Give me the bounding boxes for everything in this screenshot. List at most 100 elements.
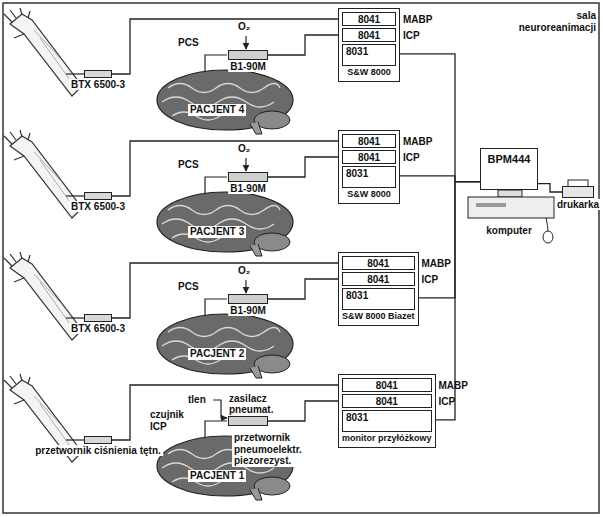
box-text: BPM444 — [488, 153, 531, 165]
annotation-label: PACJENT 1 — [188, 470, 246, 482]
pressure-converter: B1-90M — [228, 172, 268, 182]
signal-cable — [112, 263, 342, 318]
oxygen-feed — [246, 280, 247, 293]
signal-cable — [400, 54, 480, 182]
box-text: 8041 — [358, 14, 380, 25]
box-label: MABP — [403, 14, 432, 25]
display-module: 8031 — [342, 288, 415, 310]
signal-cable — [268, 35, 342, 55]
box-label: ICP — [403, 152, 420, 163]
signal-cable — [268, 279, 342, 299]
bedside-monitor: S&W 8000 Biazet 8041MABP 8041ICP 8031 — [338, 252, 419, 326]
box-label: B1-90M — [228, 61, 268, 72]
box-label: BTX 6500-3 — [69, 323, 127, 334]
monitor-module: 8041ICP — [342, 272, 415, 286]
display-module: 8031 — [342, 44, 396, 66]
box-label: MABP — [439, 380, 468, 391]
box-text: 8031 — [346, 168, 392, 179]
annotation-label: PCS — [178, 37, 199, 49]
annotation-label: O₂ — [238, 143, 250, 155]
box-label: BTX 6500-3 — [69, 79, 127, 90]
computer-case — [468, 197, 554, 218]
signal-cable — [436, 182, 480, 420]
box-label: przetwornik ciśnienia tętn. — [33, 445, 163, 456]
box-text: 8031 — [346, 46, 392, 57]
annotation-label: PACJENT 3 — [188, 226, 246, 238]
monitor-module: 8041MABP — [342, 12, 396, 26]
box-label: drukarka — [555, 199, 601, 210]
signal-cable — [112, 19, 342, 74]
annotation-label: PCS — [178, 281, 199, 293]
box-label: S&W 8000 — [342, 68, 396, 78]
box-text: 8041 — [367, 258, 389, 269]
box-label: S&W 8000 — [342, 190, 396, 200]
box-label: ICP — [422, 274, 439, 285]
box-text: 8041 — [358, 136, 380, 147]
signal-cable — [400, 176, 480, 182]
annotation-label: sala neuroreanimacji — [518, 10, 596, 33]
brain-figure — [157, 299, 293, 378]
brain-figure — [157, 55, 293, 134]
display-module: 8031 — [342, 410, 432, 432]
annotation-label: O₂ — [238, 265, 250, 277]
bedside-monitor: S&W 8000 8041MABP 8041ICP 8031 — [338, 8, 400, 82]
box-text: 8041 — [358, 30, 380, 41]
box-text: 8031 — [346, 290, 411, 301]
box-label: MABP — [403, 136, 432, 147]
mouse-cable — [546, 218, 548, 232]
pressure-transducer: BTX 6500-3 — [84, 192, 112, 200]
printer: drukarka — [562, 186, 594, 198]
monitor-stand — [498, 190, 522, 197]
bedside-monitor: S&W 8000 8041MABP 8041ICP 8031 — [338, 130, 400, 204]
box-label: komputer — [486, 225, 532, 236]
signal-cable — [268, 401, 342, 421]
pressure-converter: B1-90M — [228, 50, 268, 60]
annotation-label: O₂ — [238, 21, 250, 33]
annotation-label: czujnik ICP — [150, 409, 200, 432]
computer-screen: BPM444komputer — [480, 148, 538, 190]
box-label: BTX 6500-3 — [69, 201, 127, 212]
signal-cable — [112, 141, 342, 196]
oxygen-feed — [246, 36, 247, 49]
signal-cable — [419, 182, 480, 298]
monitor-module: 8041MABP — [342, 378, 432, 392]
annotation-label: PACJENT 2 — [188, 348, 246, 360]
annotation-label: tlen — [188, 394, 206, 406]
box-label: zasilacz pneumat. — [229, 393, 281, 415]
bedside-monitor: monitor przyłóżkowy 8041MABP 8041ICP 8031 — [338, 374, 436, 448]
pressure-transducer: BTX 6500-3 — [84, 314, 112, 322]
box-label: B1-90M — [228, 305, 268, 316]
annotation-label: PACJENT 4 — [188, 104, 246, 116]
display-module: 8031 — [342, 166, 396, 188]
monitor-module: 8041ICP — [342, 28, 396, 42]
box-label: MABP — [422, 258, 451, 269]
mouse — [543, 231, 553, 243]
signal-cable — [538, 184, 562, 192]
box-label: monitor przyłóżkowy — [342, 434, 432, 444]
box-text: 8041 — [367, 274, 389, 285]
box-label: B1-90M — [228, 183, 268, 194]
box-label: S&W 8000 Biazet — [342, 312, 415, 322]
box-text: 8041 — [376, 380, 398, 391]
monitor-module: 8041MABP — [342, 256, 415, 270]
monitor-module: 8041ICP — [342, 394, 432, 408]
pressure-converter: B1-90M — [228, 294, 268, 304]
pressure-transducer: BTX 6500-3 — [84, 70, 112, 78]
box-label: ICP — [439, 396, 456, 407]
monitor-module: 8041ICP — [342, 150, 396, 164]
annotation-label: przetwornik pneumoelektr. piezorezyst. — [232, 432, 316, 467]
oxygen-feed — [213, 400, 227, 418]
disk-drive — [476, 203, 506, 207]
pressure-converter: zasilacz pneumat. — [228, 416, 268, 426]
signal-cable — [268, 157, 342, 177]
box-text: 8041 — [376, 396, 398, 407]
frame — [3, 3, 599, 513]
box-label: ICP — [403, 30, 420, 41]
pressure-transducer: przetwornik ciśnienia tętn. — [84, 436, 112, 444]
annotation-label: PCS — [178, 159, 199, 171]
box-text: 8041 — [358, 152, 380, 163]
box-text: 8031 — [346, 412, 428, 423]
monitor-module: 8041MABP — [342, 134, 396, 148]
oxygen-feed — [246, 158, 247, 171]
